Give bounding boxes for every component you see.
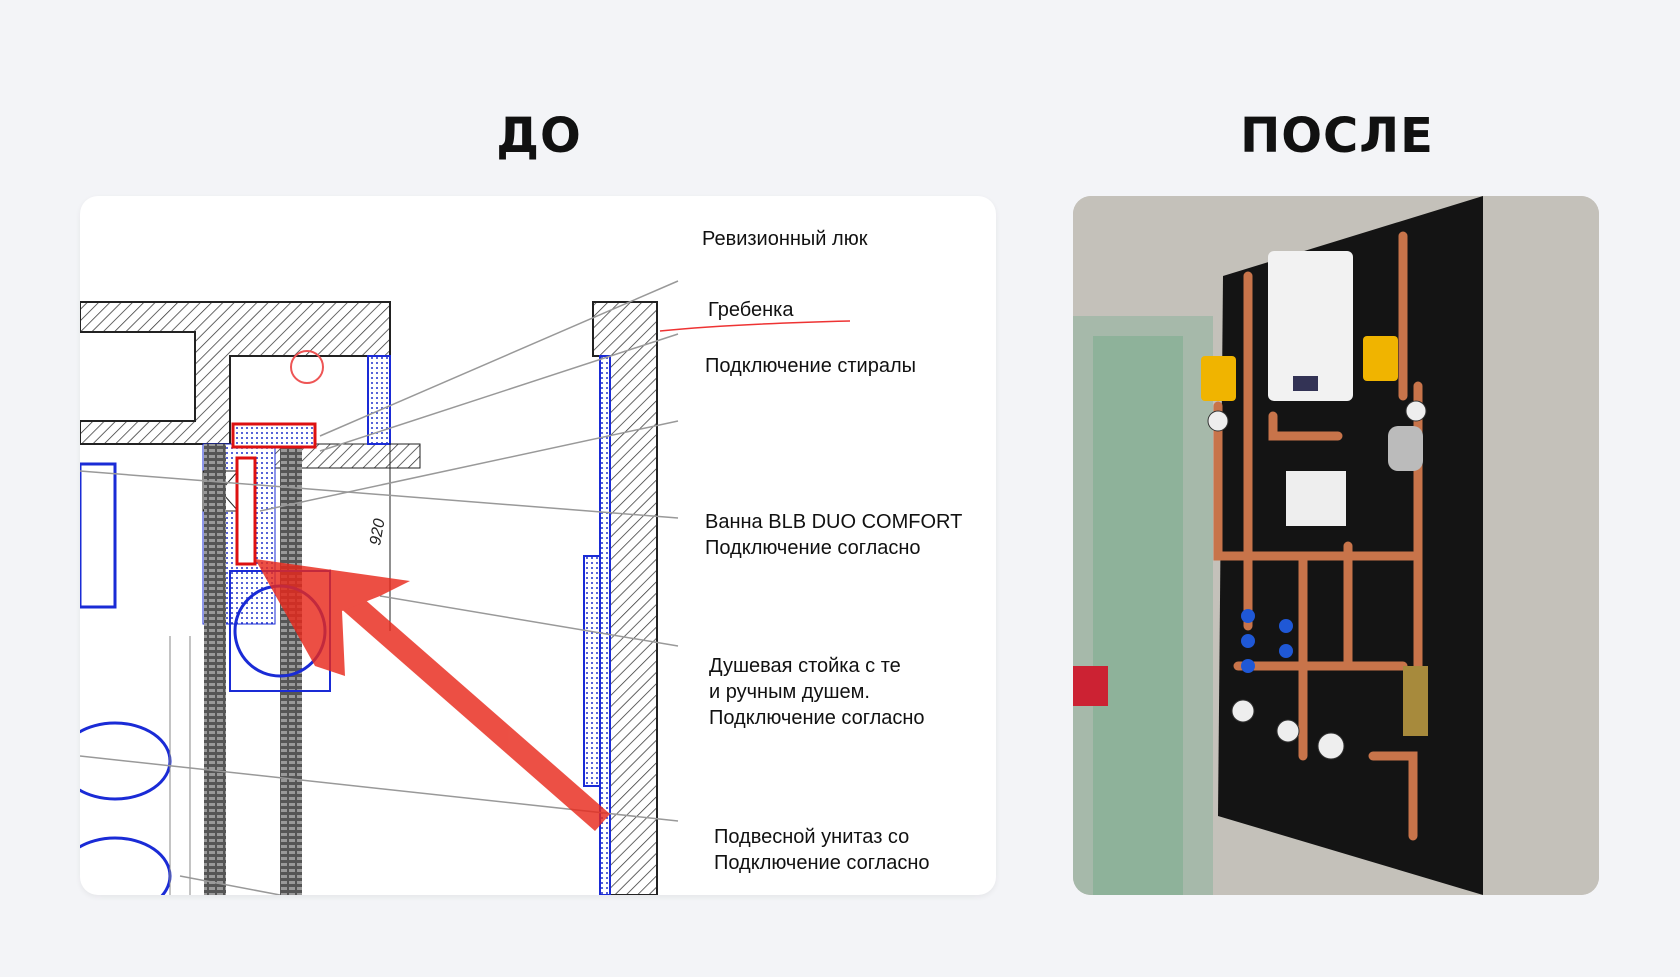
label-bath-line1: Ванна BLB DUO COMFORT bbox=[705, 511, 963, 533]
label-shower-line2: и ручным душем. bbox=[709, 681, 870, 703]
label-shower-line3: Подключение согласно bbox=[709, 707, 925, 729]
floor-plan-drawing: 920 bbox=[80, 280, 851, 895]
label-bath-line2: Подключение согласно bbox=[705, 537, 921, 559]
label-toilet-line2: Подключение согласно bbox=[714, 852, 930, 874]
label-shower: Душевая стойка с те и ручным душем. Подк… bbox=[709, 653, 925, 731]
label-hatch: Ревизионный люк bbox=[702, 228, 868, 250]
before-plan-card: 920 Ревизионный люк Гребенка Подключение… bbox=[80, 196, 996, 895]
dimension-label: 920 bbox=[367, 517, 388, 546]
label-manifold: Гребенка bbox=[708, 299, 794, 321]
red-arrow-annotation bbox=[255, 559, 610, 831]
label-washer: Подключение стиралы bbox=[705, 355, 916, 377]
label-shower-line1: Душевая стойка с те bbox=[709, 655, 901, 677]
label-toilet: Подвесной унитаз со Подключение согласно bbox=[714, 824, 930, 876]
label-bath: Ванна BLB DUO COMFORT Подключение соглас… bbox=[705, 509, 962, 561]
label-toilet-line1: Подвесной унитаз со bbox=[714, 826, 910, 848]
before-heading: ДО bbox=[496, 108, 582, 164]
after-heading: ПОСЛЕ bbox=[1240, 108, 1434, 164]
after-photo-manifold bbox=[1073, 196, 1599, 895]
